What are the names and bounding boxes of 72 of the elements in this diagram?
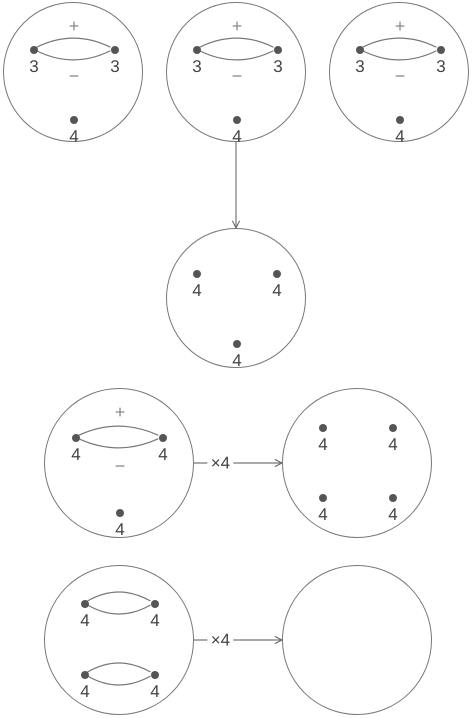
- sign-label: +: [68, 17, 80, 35]
- connecting-curve: [362, 50, 437, 60]
- vertex-dot: [111, 46, 119, 54]
- vertex-dot: [396, 116, 404, 124]
- sign-label: +: [114, 403, 126, 421]
- vertex-dot: [389, 494, 397, 502]
- vertex-label: 4: [318, 506, 328, 523]
- large-circle: [44, 565, 194, 715]
- vertex-dot: [151, 600, 159, 608]
- sign-label: +: [394, 17, 406, 35]
- vertex-label: 3: [355, 58, 365, 75]
- large-circle: [166, 2, 306, 142]
- connecting-curve: [78, 426, 159, 436]
- connecting-curve: [199, 38, 274, 48]
- connecting-curve: [87, 604, 151, 615]
- vertex-dot: [70, 116, 78, 124]
- sign-label: −: [232, 67, 242, 85]
- connecting-curve: [87, 662, 151, 673]
- sign-label: −: [394, 67, 406, 85]
- connecting-curve: [36, 38, 111, 48]
- vertex-label: 3: [436, 58, 446, 75]
- sign-label: −: [68, 67, 80, 85]
- vertex-dot: [319, 494, 327, 502]
- vertex-dot: [389, 424, 397, 432]
- large-circle: [166, 228, 306, 368]
- vertex-dot: [151, 671, 159, 679]
- vertex-dot: [233, 340, 241, 348]
- connecting-curve: [87, 675, 151, 686]
- vertex-dot: [319, 424, 327, 432]
- vertex-label: 4: [272, 282, 282, 299]
- vertex-dot: [193, 46, 201, 54]
- vertex-label: 4: [150, 683, 160, 700]
- vertex-dot: [81, 671, 89, 679]
- sign-label: +: [232, 17, 242, 35]
- large-circle: [329, 2, 469, 142]
- vertex-dot: [30, 46, 38, 54]
- vertex-dot: [356, 46, 364, 54]
- connecting-curve: [36, 50, 111, 60]
- vertex-label: 4: [192, 282, 202, 299]
- vertex-label: 4: [80, 612, 90, 629]
- vertex-label: 3: [273, 58, 283, 75]
- vertex-label: 4: [388, 436, 398, 453]
- vertex-dot: [159, 434, 167, 442]
- vertex-label: 3: [192, 58, 202, 75]
- vertex-dot: [72, 434, 80, 442]
- vertex-label: 3: [29, 58, 39, 75]
- vertex-label: 4: [232, 352, 242, 369]
- vertex-label: 4: [71, 446, 81, 463]
- vertex-label: 3: [110, 58, 120, 75]
- large-circle: [282, 565, 432, 715]
- vertex-label: 4: [115, 521, 125, 538]
- vertex-dot: [233, 116, 241, 124]
- vertex-dot: [116, 509, 124, 517]
- connecting-curve: [362, 38, 437, 48]
- vertex-dot: [81, 600, 89, 608]
- vertex-label: 4: [150, 612, 160, 629]
- arrow: [232, 142, 240, 229]
- vertex-dot: [193, 270, 201, 278]
- vertex-label: 4: [388, 506, 398, 523]
- large-circle: [3, 2, 143, 142]
- connecting-curve: [87, 591, 151, 602]
- vertex-dot: [273, 270, 281, 278]
- vertex-label: 4: [80, 683, 90, 700]
- vertex-label: 4: [158, 446, 168, 463]
- vertex-dot: [274, 46, 282, 54]
- large-circle: [282, 388, 432, 538]
- connecting-curve: [78, 438, 159, 448]
- sign-label: −: [114, 457, 126, 475]
- vertex-label: 4: [318, 436, 328, 453]
- connecting-curve: [199, 50, 274, 60]
- large-circle: [44, 388, 194, 538]
- vertex-dot: [437, 46, 445, 54]
